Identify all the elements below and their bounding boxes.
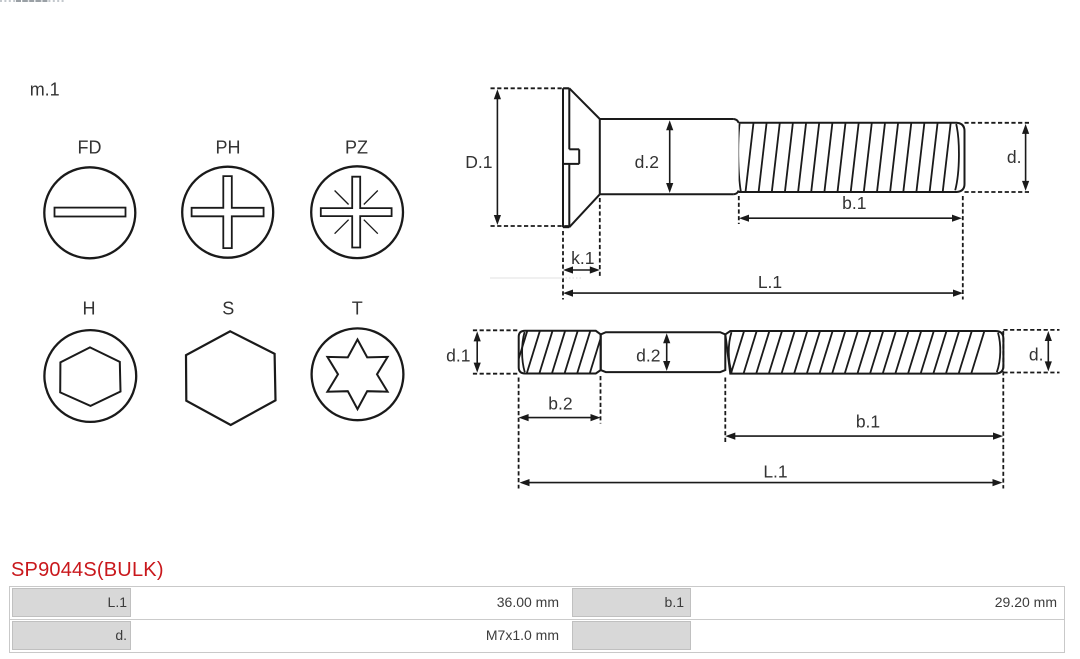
svg-text:T: T: [352, 298, 363, 318]
svg-text:b.1: b.1: [842, 193, 866, 213]
svg-text:FD: FD: [78, 137, 102, 157]
svg-text:k.1: k.1: [571, 248, 594, 268]
svg-text:b.1: b.1: [856, 411, 880, 431]
svg-text:PH: PH: [215, 137, 240, 157]
svg-text:L.1: L.1: [763, 462, 787, 482]
svg-text:H: H: [83, 298, 96, 318]
svg-text:m.1: m.1: [30, 79, 60, 99]
svg-text:L.1: L.1: [758, 272, 782, 292]
svg-text:d.1: d.1: [446, 345, 470, 365]
svg-text:d.2: d.2: [635, 152, 659, 172]
svg-text:b.2: b.2: [548, 394, 572, 414]
svg-text:d.: d.: [1007, 147, 1022, 167]
svg-text:D.1: D.1: [465, 152, 492, 172]
svg-text:d.: d.: [1029, 345, 1044, 365]
svg-text:PZ: PZ: [345, 137, 368, 157]
svg-text:S: S: [222, 298, 234, 318]
svg-text:d.2: d.2: [636, 345, 660, 365]
